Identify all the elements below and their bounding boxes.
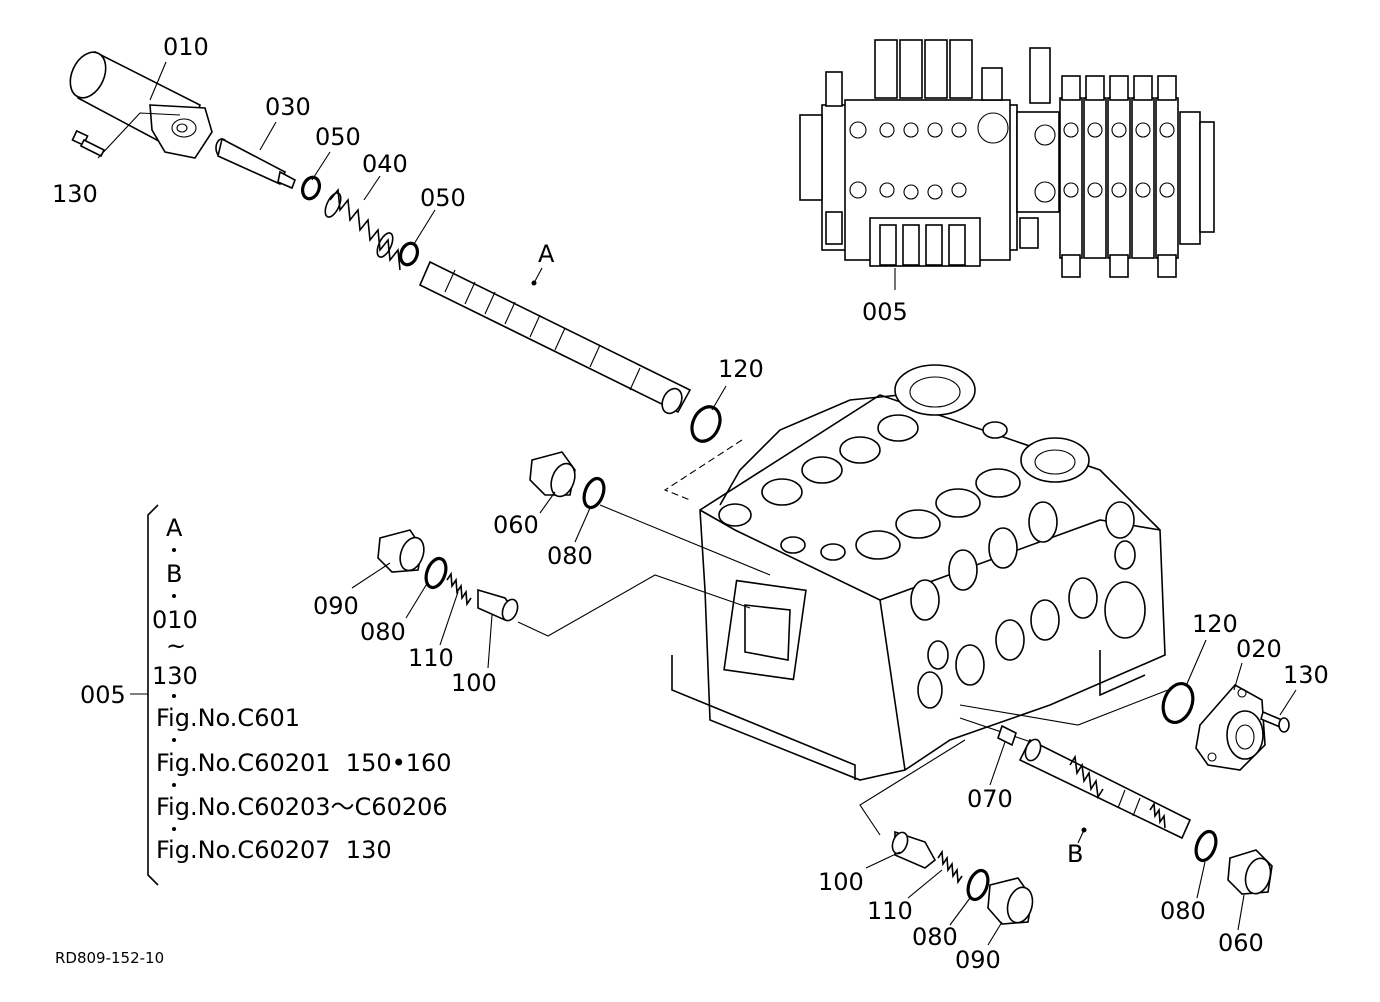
legend-item-c60207: Fig.No.C60207 130 — [156, 836, 392, 864]
spool-a — [418, 260, 692, 415]
label-080-d: 080 — [1160, 897, 1206, 925]
label-040: 040 — [362, 150, 408, 178]
poppet-100-b — [891, 830, 937, 869]
legend-item-c60203: Fig.No.C60203～C60206 — [156, 793, 448, 821]
label-130-a: 130 — [52, 180, 98, 208]
label-b: B — [1067, 840, 1083, 868]
o-ring-080-d — [1194, 829, 1218, 863]
spring-040 — [324, 187, 401, 271]
label-120-a: 120 — [718, 355, 764, 383]
o-ring-080-b — [424, 556, 448, 590]
plug-090-b — [987, 877, 1034, 925]
plug-090-a — [377, 529, 425, 573]
label-090-b: 090 — [955, 946, 1001, 974]
label-100-a: 100 — [451, 669, 497, 697]
label-060-b: 060 — [1218, 929, 1264, 957]
label-030: 030 — [265, 93, 311, 121]
label-110-a: 110 — [408, 644, 454, 672]
screw-130-top — [71, 129, 106, 158]
plug-060-a — [529, 451, 576, 498]
drawing-code: RD809-152-10 — [55, 949, 164, 967]
cap-010 — [69, 50, 213, 159]
plug-060-b — [1227, 849, 1273, 895]
spring-110-b — [937, 849, 963, 885]
label-080-c: 080 — [912, 923, 958, 951]
legend-item-010: 010 — [152, 606, 198, 634]
legend-bracket — [130, 504, 176, 886]
label-020: 020 — [1236, 635, 1282, 663]
valve-body — [671, 364, 1166, 781]
flange-020 — [1195, 683, 1266, 771]
legend-item-c60201: Fig.No.C60201 150•160 — [156, 749, 452, 777]
rod-030 — [215, 137, 296, 190]
label-050-b: 050 — [420, 184, 466, 212]
spring-110-a — [446, 571, 472, 607]
label-120-b: 120 — [1192, 610, 1238, 638]
legend-item-c601: Fig.No.C601 — [156, 704, 300, 732]
label-050-a: 050 — [315, 123, 361, 151]
label-110-b: 110 — [867, 897, 913, 925]
label-080-b: 080 — [360, 618, 406, 646]
washer-050-b — [398, 241, 420, 267]
o-ring-080-c — [966, 868, 990, 902]
screw-130-right — [1260, 710, 1290, 733]
o-ring-120-b — [1161, 682, 1195, 724]
spool-b — [997, 724, 1192, 840]
legend-group-005: 005 — [80, 681, 126, 709]
label-100-b: 100 — [818, 868, 864, 896]
label-130-b: 130 — [1283, 661, 1329, 689]
label-090-a: 090 — [313, 592, 359, 620]
control-valve-assembly-overview — [799, 39, 1215, 290]
poppet-100-a — [477, 588, 519, 622]
o-ring-120-a — [690, 405, 722, 443]
o-ring-080-a — [582, 476, 606, 510]
legend-item-130: 130 — [152, 662, 198, 690]
washer-050-a — [300, 175, 322, 201]
label-005-top: 005 — [862, 298, 908, 326]
legend-item-tilde: ~ — [166, 632, 186, 660]
label-010: 010 — [163, 33, 209, 61]
label-060-a: 060 — [493, 511, 539, 539]
legend-item-a: A — [166, 514, 183, 542]
label-070: 070 — [967, 785, 1013, 813]
label-080-a: 080 — [547, 542, 593, 570]
label-a: A — [538, 240, 555, 268]
legend-item-b: B — [166, 560, 182, 588]
